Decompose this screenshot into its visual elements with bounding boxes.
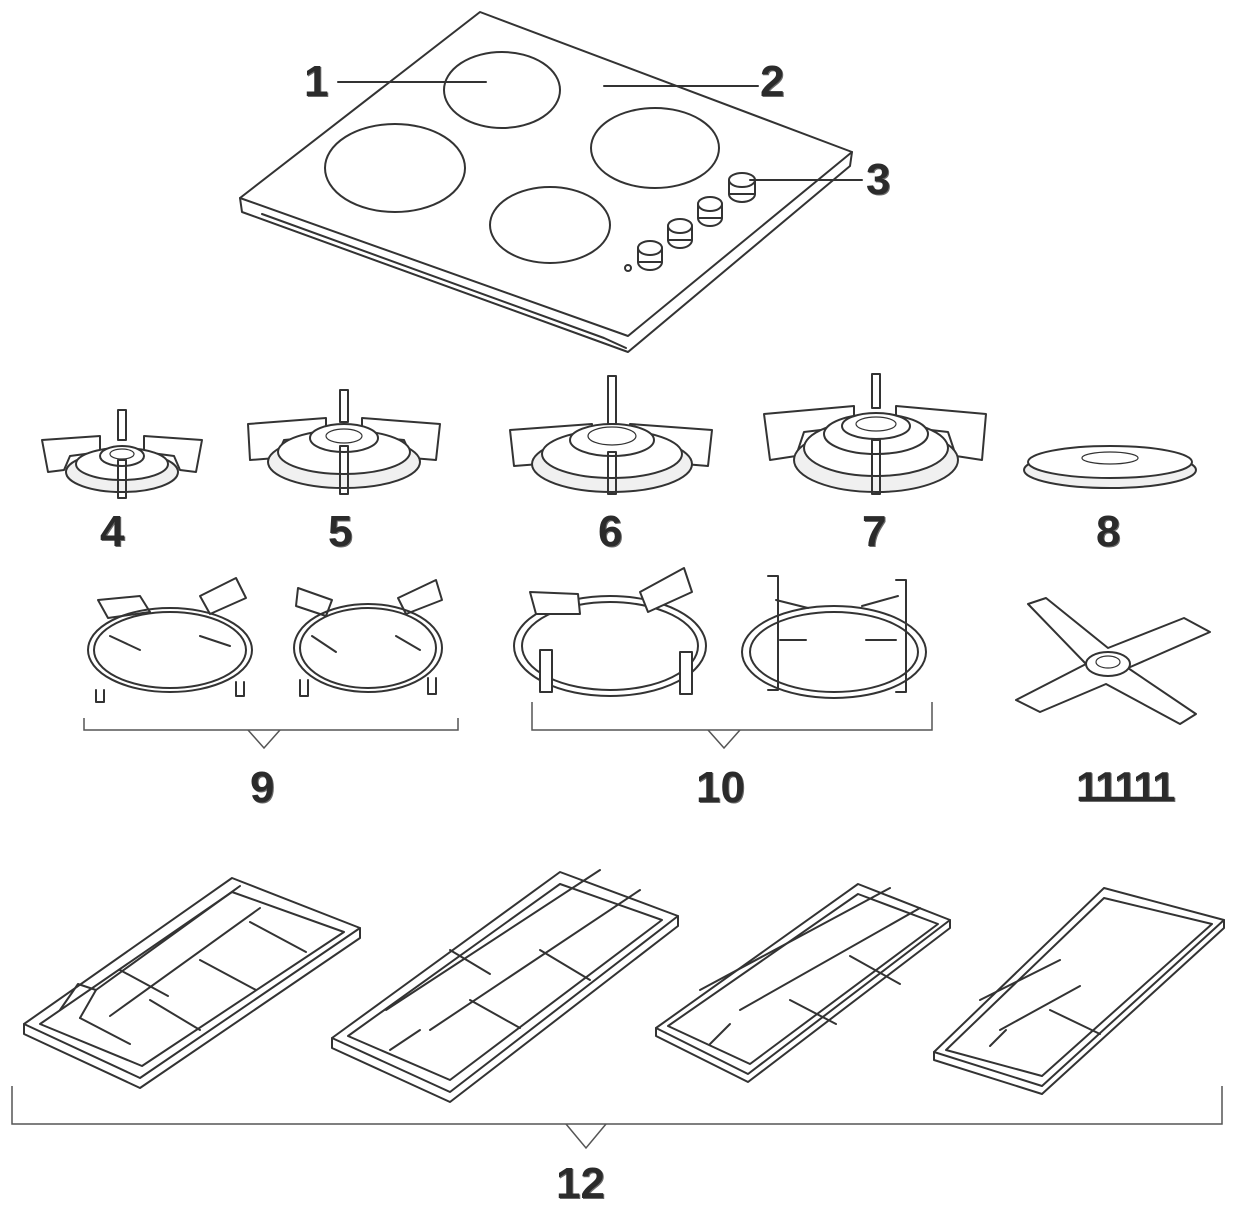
part-label-7: 7 [862,507,887,556]
burner-medium [247,389,441,495]
pan-support-large-a [513,567,707,697]
part-label-9: 9 [250,763,275,812]
part-label-11: 11111 [1076,763,1176,810]
burner-cover-plate [1023,445,1197,489]
part-label-3: 3 [866,155,891,204]
pan-support-round-b [293,579,443,697]
grate-double-a [331,869,679,1103]
part-label-2: 2 [760,57,785,106]
pan-support-large-b [741,575,927,699]
grate-double-b [655,883,951,1083]
bracket-9-pointer [247,729,281,750]
burner-small [41,409,203,499]
grate-triple [23,877,361,1089]
part-label-6: 6 [598,507,623,556]
bracket-10 [531,702,933,731]
control-knobs [624,172,756,272]
bracket-12-pointer [565,1123,607,1150]
part-label-5: 5 [328,507,353,556]
hob-zone-front-left [324,123,466,213]
hob-zone-rear-right [590,107,720,189]
part-label-10: 10 [696,763,745,812]
wok-cross-trivet [1015,597,1211,725]
grate-single [933,887,1225,1095]
part-label-12: 12 [556,1159,605,1208]
hob-top-illustration [239,11,863,353]
part-label-1: 1 [304,57,329,106]
bracket-12 [11,1086,1223,1125]
pan-support-round-a [87,577,253,703]
burner-wok [763,373,987,495]
part-label-4: 4 [100,507,125,556]
hob-zone-rear-left [443,51,561,129]
hob-zone-front-right [489,186,611,264]
bracket-9 [83,718,459,731]
burner-large [509,375,713,495]
part-label-8: 8 [1096,507,1121,556]
bracket-10-pointer [707,729,741,750]
